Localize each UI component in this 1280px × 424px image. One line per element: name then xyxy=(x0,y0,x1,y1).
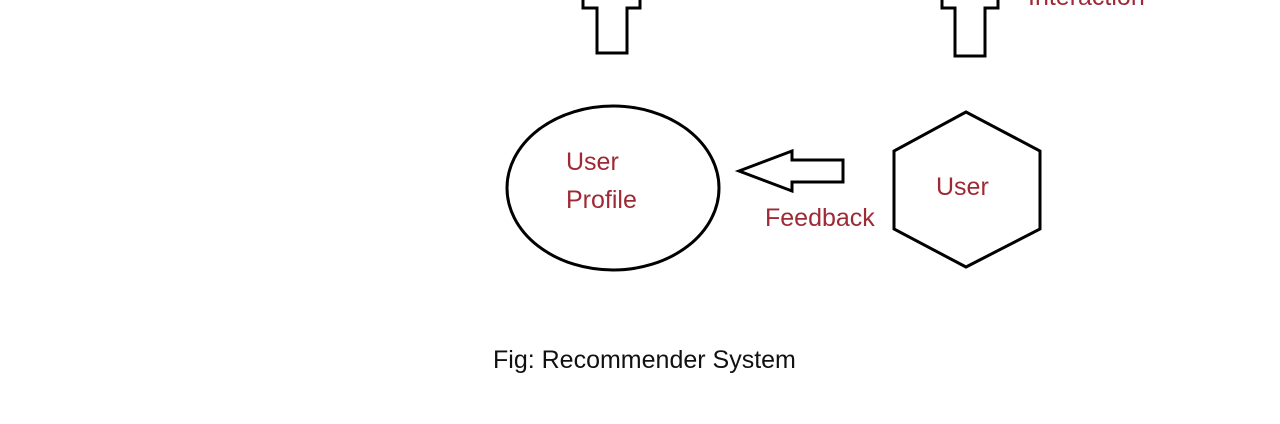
figure-caption: Fig: Recommender System xyxy=(493,346,796,374)
user-profile-node xyxy=(505,104,721,272)
user-profile-label-line2: Profile xyxy=(566,186,637,214)
interaction-label: Interaction xyxy=(1028,0,1145,11)
feedback-label: Feedback xyxy=(765,204,875,232)
user-up-arrow xyxy=(940,0,1000,58)
user-profile-label-line1: User xyxy=(566,148,619,176)
user-node xyxy=(892,110,1042,269)
feedback-arrow xyxy=(734,148,845,194)
profile-up-arrow xyxy=(581,0,642,55)
user-label: User xyxy=(936,173,989,201)
